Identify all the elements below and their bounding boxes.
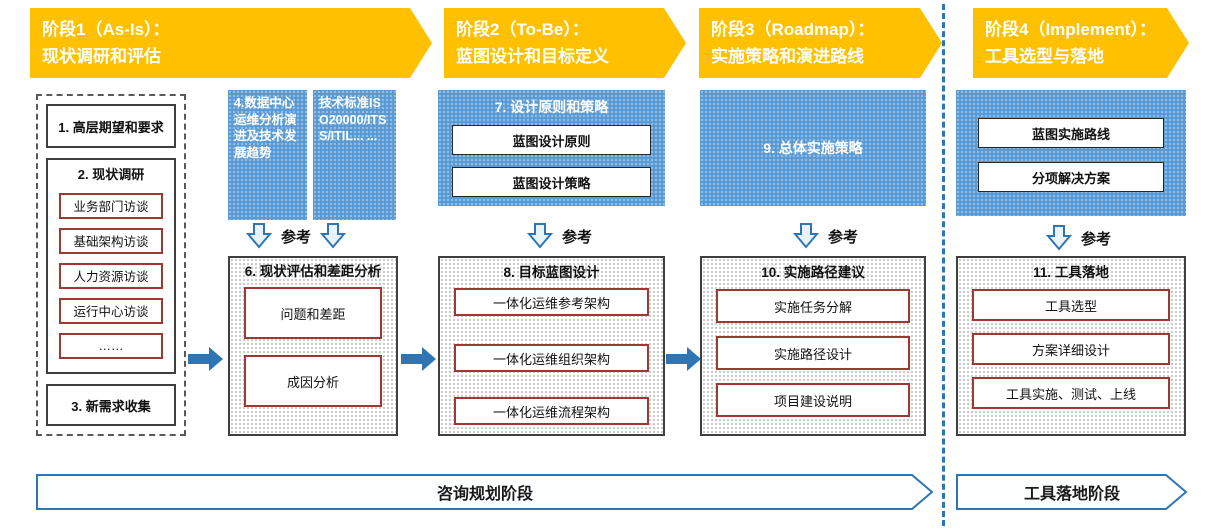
design-principles-title: 7. 设计原则和策略	[494, 99, 609, 115]
inputs-item: 分项解决方案	[978, 162, 1164, 192]
current-survey-title: 2. 现状调研	[77, 167, 145, 182]
assessment-item: 问题和差距	[244, 287, 382, 340]
dc-trend-panel: 4.数据中心运维分析演进及技术发展趋势	[228, 90, 307, 220]
roadmap-item: 项目建设说明	[716, 383, 910, 418]
flow-right-arrow-icon	[401, 347, 436, 371]
survey-item: ……	[59, 332, 163, 359]
current-survey-box: 2. 现状调研 业务部门访谈 基础架构访谈 人力资源访谈 运行中心访谈 ……	[46, 158, 176, 374]
assessment-item: 成因分析	[244, 355, 382, 408]
phase-4-reference-row: 参考	[1046, 224, 1111, 252]
phase-4-header-line2: 工具选型与落地	[985, 47, 1104, 67]
phase-3-header-line2: 实施策略和演进路线	[711, 47, 864, 67]
tech-standard-panel: 技术标准ISO20000/ITSS/ITIL... ...	[313, 90, 396, 220]
tool-phase-banner: 工具落地阶段	[956, 474, 1188, 510]
reference-label: 参考	[281, 228, 312, 246]
phase-1-header: 阶段1（As-Is）： 现状调研和评估	[30, 8, 432, 78]
blueprint-item: 一体化运维参考架构	[454, 288, 649, 317]
expectations-box: 1. 高层期望和要求	[46, 104, 176, 148]
assessment-title: 6. 现状评估和差距分析	[244, 264, 382, 279]
reference-down-arrow-icon	[527, 223, 553, 249]
reference-label: 参考	[562, 228, 593, 246]
reference-down-arrow-icon	[246, 223, 272, 249]
phase-1-reference-row: 参考	[246, 222, 347, 250]
consulting-phase-banner: 咨询规划阶段	[36, 474, 934, 510]
consulting-phase-label: 咨询规划阶段	[436, 486, 533, 503]
blueprint-item: 一体化运维流程架构	[454, 397, 649, 426]
principles-item: 蓝图设计策略	[452, 167, 651, 197]
flow-right-arrow-icon	[188, 347, 223, 371]
phase-separator-dashed-line	[942, 4, 945, 526]
survey-item: 运行中心访谈	[59, 297, 163, 324]
phase-4-header-line1: 阶段4（Implement）：	[985, 20, 1156, 39]
phase-1-header-line2: 现状调研和评估	[42, 47, 161, 67]
phase-2-header-line2: 蓝图设计和目标定义	[456, 47, 609, 67]
phase-3-header: 阶段3（Roadmap）： 实施策略和演进路线	[699, 8, 942, 78]
tool-landing-item: 工具选型	[972, 289, 1170, 322]
principles-item: 蓝图设计原则	[452, 125, 651, 155]
blueprint-title: 8. 目标蓝图设计	[503, 265, 600, 280]
phase-2-header: 阶段2（To-Be）： 蓝图设计和目标定义	[444, 8, 686, 78]
reference-label: 参考	[1081, 230, 1112, 248]
survey-item: 业务部门访谈	[59, 192, 163, 219]
banner-arrow-outline-icon	[36, 474, 934, 510]
flow-right-arrow-icon	[666, 347, 701, 371]
tool-phase-label: 工具落地阶段	[1023, 486, 1120, 503]
tool-landing-item: 工具实施、测试、上线	[972, 377, 1170, 410]
overall-strategy-panel: 9. 总体实施策略	[700, 90, 926, 206]
survey-item: 基础架构访谈	[59, 227, 163, 254]
blueprint-item: 一体化运维组织架构	[454, 344, 649, 373]
inputs-item: 蓝图实施路线	[978, 118, 1164, 148]
reference-down-arrow-icon	[1046, 225, 1072, 251]
as-is-survey-container: 1. 高层期望和要求 2. 现状调研 业务部门访谈 基础架构访谈 人力资源访谈 …	[36, 94, 186, 436]
reference-down-arrow-icon	[793, 223, 819, 249]
phase-2-header-line1: 阶段2（To-Be）：	[456, 20, 589, 39]
reference-down-arrow-icon	[320, 223, 347, 249]
roadmap-item: 实施路径设计	[716, 336, 910, 371]
implementation-inputs-panel: 蓝图实施路线 分项解决方案	[956, 90, 1186, 216]
roadmap-title: 10. 实施路径建议	[761, 265, 865, 280]
assessment-box: 6. 现状评估和差距分析 问题和差距 成因分析	[228, 256, 398, 436]
roadmap-suggestion-box: 10. 实施路径建议 实施任务分解 实施路径设计 项目建设说明	[700, 256, 926, 436]
reference-label: 参考	[828, 228, 859, 246]
tool-landing-box: 11. 工具落地 工具选型 方案详细设计 工具实施、测试、上线	[956, 256, 1186, 436]
design-principles-panel: 7. 设计原则和策略 蓝图设计原则 蓝图设计策略	[438, 90, 665, 206]
survey-item: 人力资源访谈	[59, 262, 163, 289]
phase-3-reference-row: 参考	[793, 222, 858, 250]
phase-3-header-line1: 阶段3（Roadmap）：	[711, 20, 875, 39]
new-requirements-box: 3. 新需求收集	[46, 384, 176, 426]
tool-landing-title: 11. 工具落地	[1033, 265, 1109, 280]
tool-landing-item: 方案详细设计	[972, 333, 1170, 366]
blueprint-design-box: 8. 目标蓝图设计 一体化运维参考架构 一体化运维组织架构 一体化运维流程架构	[438, 256, 665, 436]
phase-1-header-line1: 阶段1（As-Is）：	[42, 20, 170, 39]
banner-arrow-outline-icon	[956, 474, 1188, 510]
roadmap-item: 实施任务分解	[716, 289, 910, 324]
phase-4-header: 阶段4（Implement）： 工具选型与落地	[973, 8, 1189, 78]
phase-2-reference-row: 参考	[527, 222, 592, 250]
